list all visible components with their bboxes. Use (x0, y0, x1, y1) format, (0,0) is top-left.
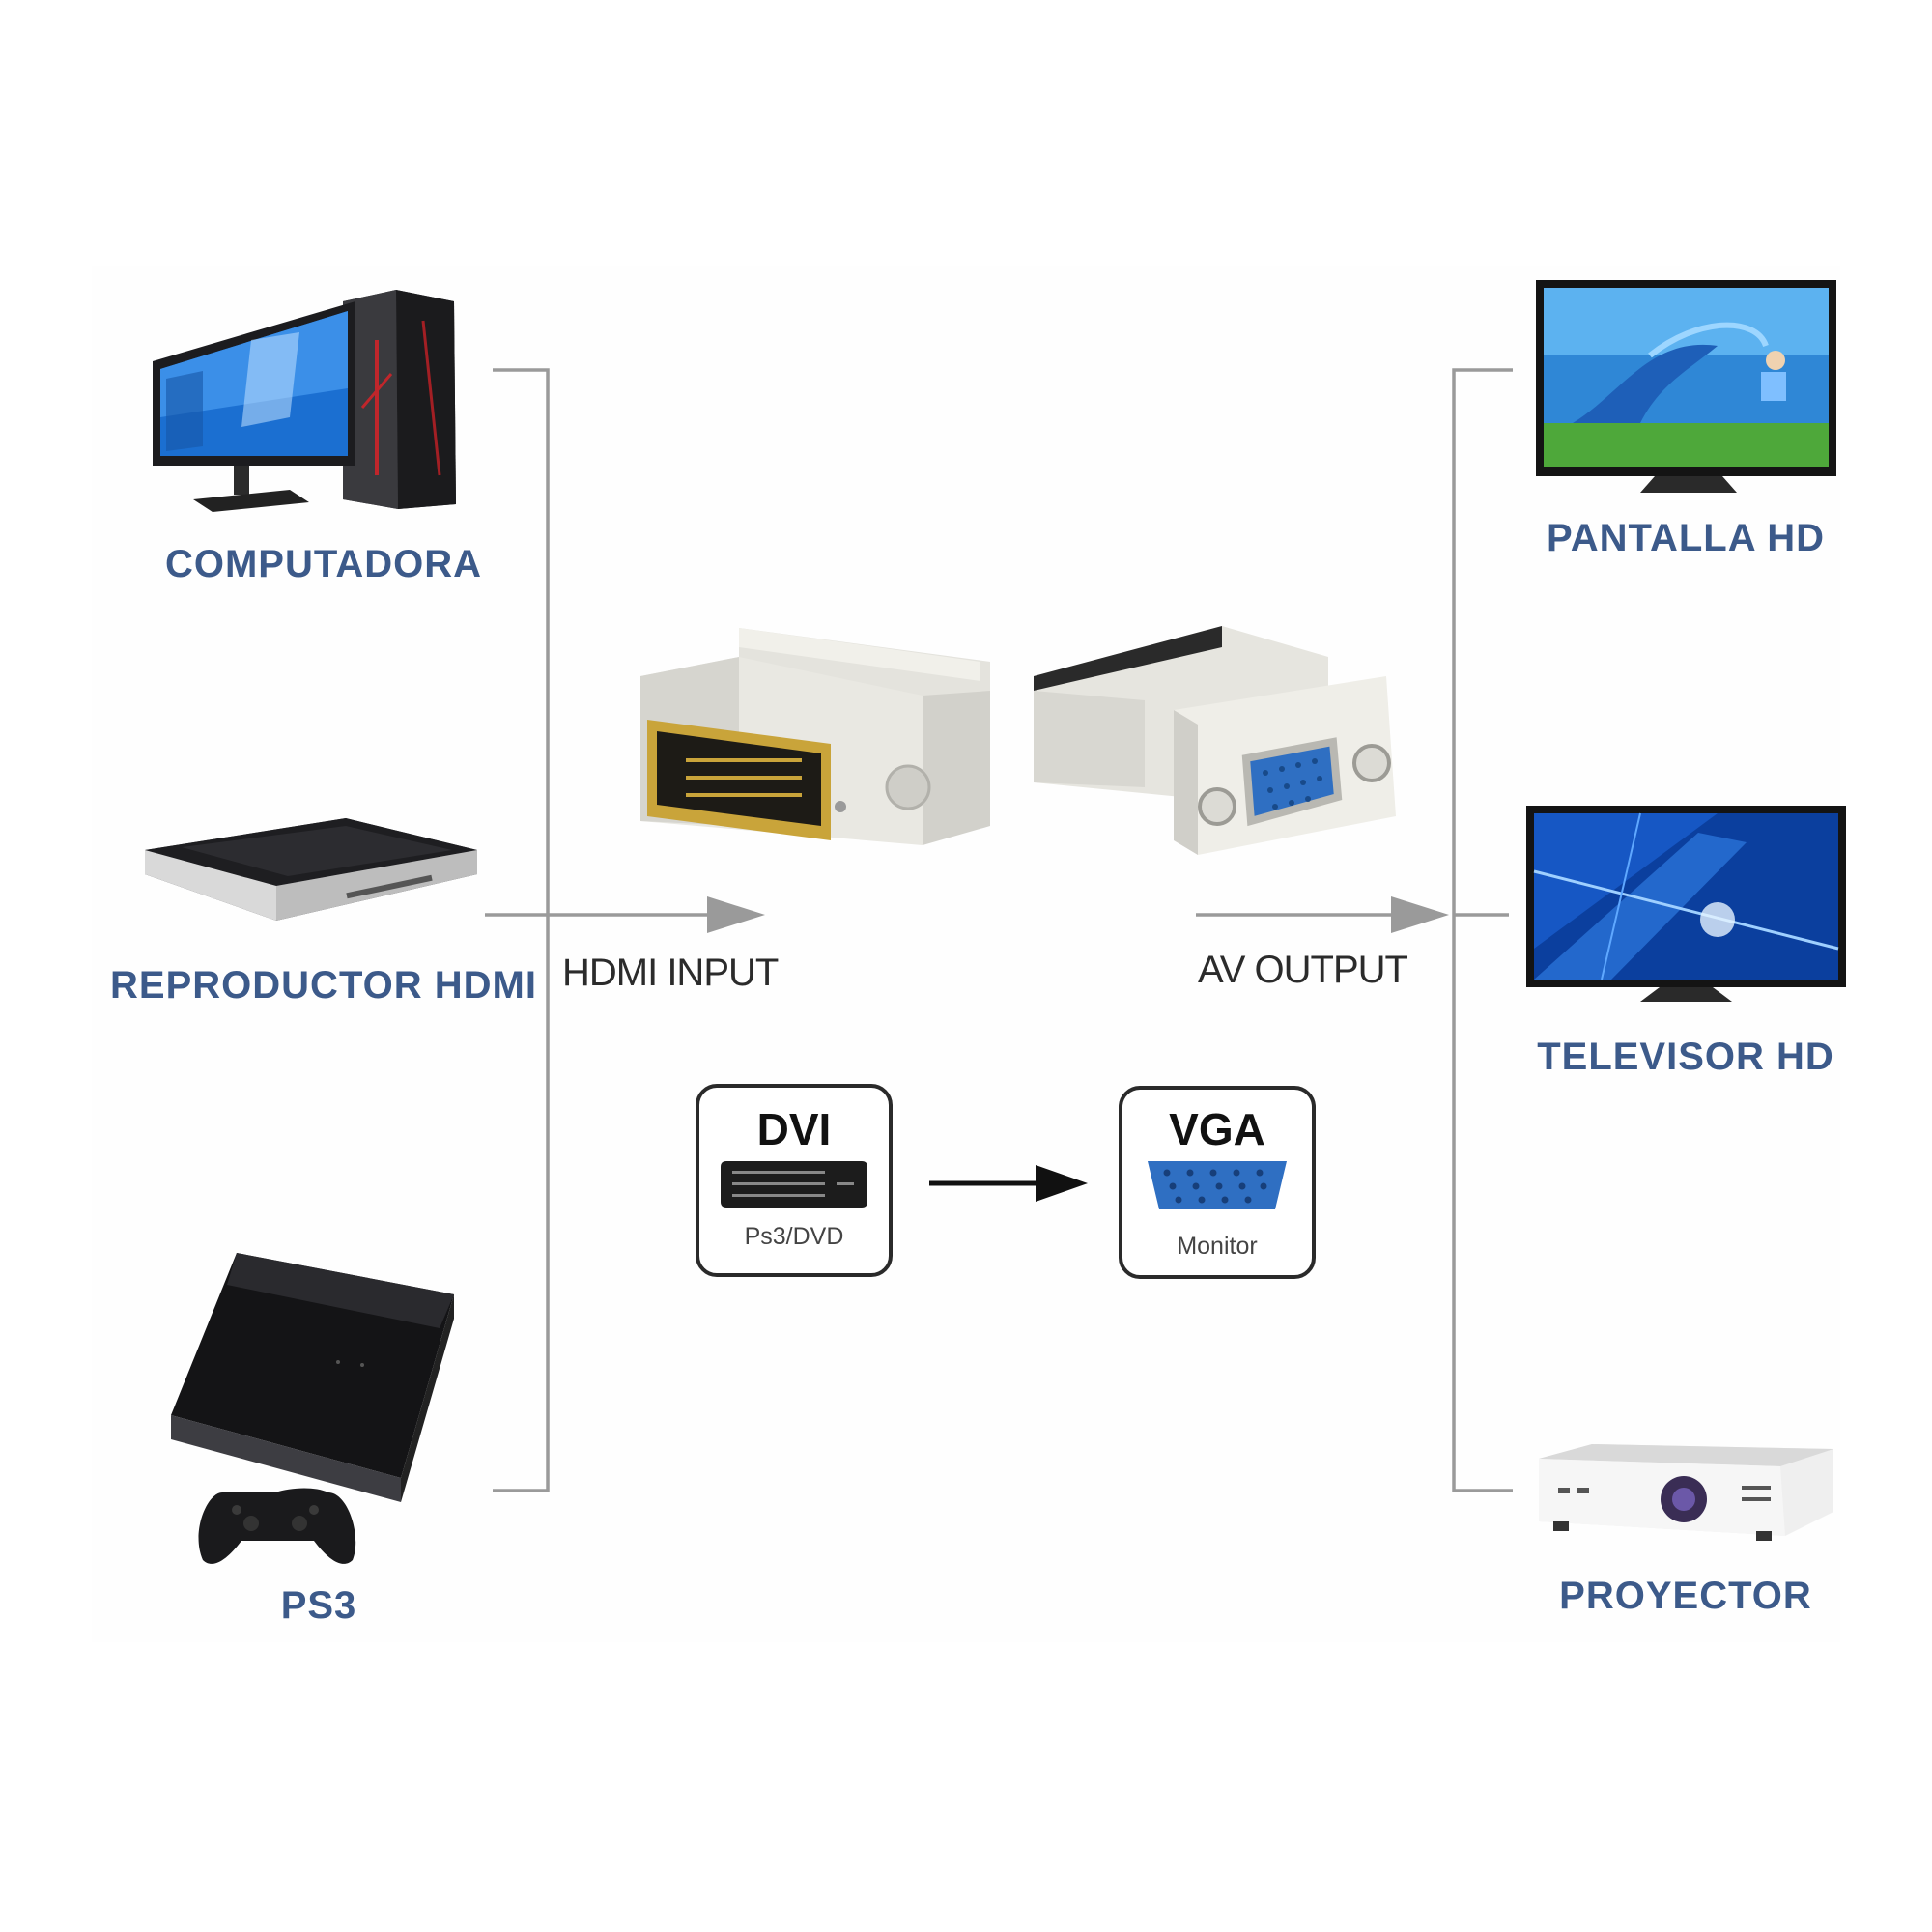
hdmi-input-label: HDMI INPUT (562, 952, 779, 994)
right-bracket (1452, 368, 1513, 1492)
conversion-arrow (929, 1165, 1088, 1202)
output-label-televisor-hd: TELEVISOR HD (1537, 1036, 1834, 1078)
vga-port-icon (1148, 1161, 1287, 1209)
dvi-port-subtitle: Ps3/DVD (744, 1223, 844, 1250)
av-output-label: AV OUTPUT (1198, 949, 1408, 991)
dvi-port-icon (721, 1161, 867, 1208)
vga-female-adapter-icon (1034, 626, 1396, 855)
input-arrow (548, 896, 765, 933)
dvi-male-adapter-icon (640, 628, 990, 845)
television-icon (1526, 806, 1846, 1002)
output-arrow (1196, 896, 1449, 933)
desktop-computer-icon (153, 290, 456, 512)
source-label-ps3: PS3 (280, 1584, 357, 1627)
left-bracket (485, 368, 550, 1492)
dvi-port-title: DVI (756, 1104, 832, 1154)
vga-port-box: VGA Monitor (1119, 1086, 1316, 1279)
media-player-icon (145, 818, 477, 921)
source-label-reproductor-hdmi: REPRODUCTOR HDMI (110, 964, 537, 1007)
output-label-proyector: PROYECTOR (1559, 1575, 1812, 1617)
hd-screen-icon (1536, 280, 1836, 493)
projector-icon (1539, 1444, 1833, 1541)
vga-port-title: VGA (1169, 1104, 1265, 1154)
game-console-icon (171, 1253, 454, 1564)
vga-port-subtitle: Monitor (1177, 1233, 1258, 1260)
output-label-pantalla-hd: PANTALLA HD (1547, 517, 1825, 559)
source-label-computadora: COMPUTADORA (164, 543, 482, 585)
dvi-port-box: DVI Ps3/DVD (696, 1084, 893, 1277)
